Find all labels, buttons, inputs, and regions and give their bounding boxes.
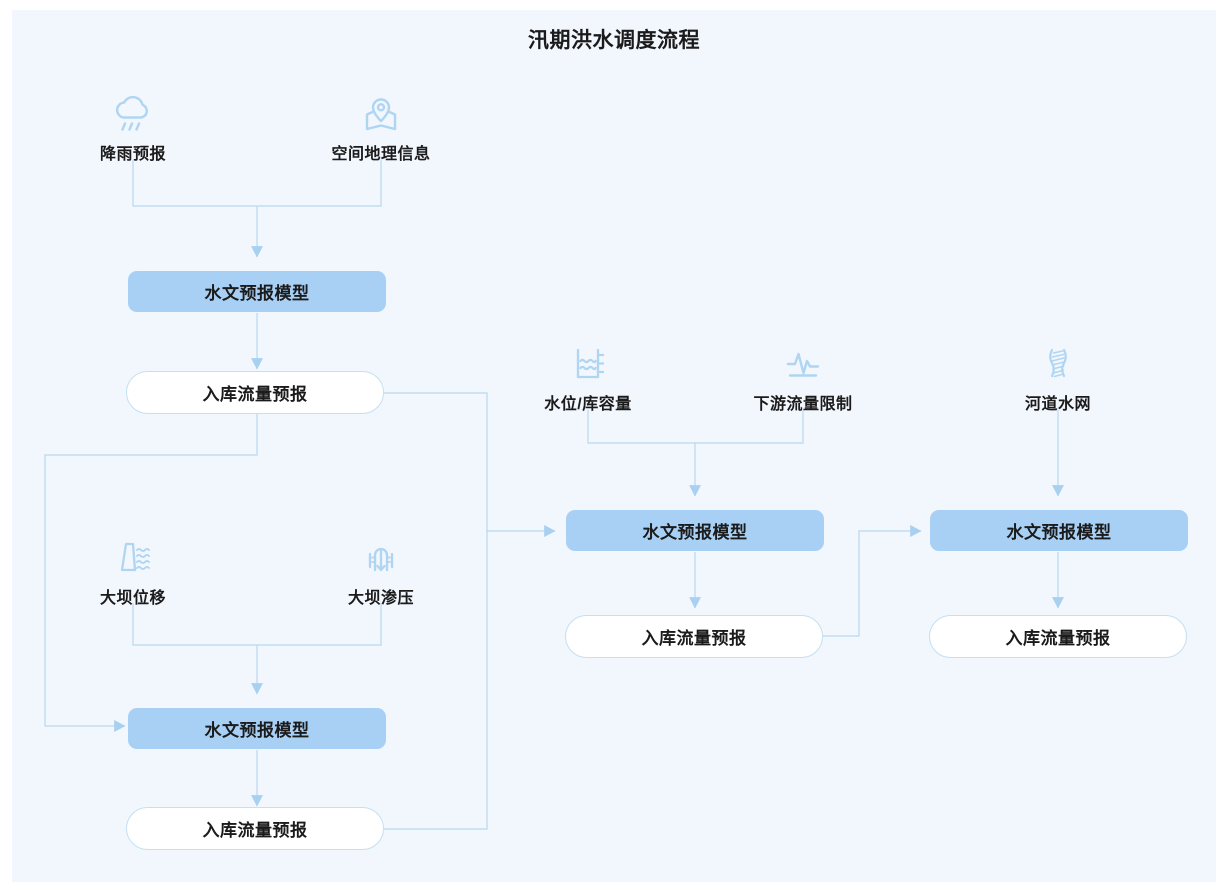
source-node-dam-displacement[interactable]: 大坝位移 [43,538,223,608]
source-label: 大坝位移 [99,590,166,607]
process-box-model-2[interactable]: 水文预报模型 [128,708,386,749]
process-box-label: 水文预报模型 [1006,523,1112,542]
river-stream-icon [968,344,1148,386]
process-box-model-3[interactable]: 水文预报模型 [566,510,824,551]
source-label: 下游流量限制 [753,396,853,413]
result-pill-result-1[interactable]: 入库流量预报 [126,371,384,414]
diagram-canvas: 汛期洪水调度流程 [12,10,1216,882]
source-node-river-network[interactable]: 河道水网 [968,344,1148,414]
pulse-wave-icon [713,344,893,386]
process-box-label: 水文预报模型 [642,523,748,542]
page-title: 汛期洪水调度流程 [528,29,700,52]
process-box-model-4[interactable]: 水文预报模型 [930,510,1188,551]
result-pill-label: 入库流量预报 [641,629,747,648]
source-label: 降雨预报 [99,146,166,163]
result-pill-result-2[interactable]: 入库流量预报 [126,807,384,850]
process-box-label: 水文预报模型 [204,284,310,303]
source-label: 河道水网 [1024,396,1091,413]
source-label: 水位/库容量 [544,396,632,413]
result-pill-label: 入库流量预报 [202,385,308,404]
seepage-pressure-icon [291,538,471,580]
result-pill-result-4[interactable]: 入库流量预报 [929,615,1187,658]
map-pin-icon [291,94,471,136]
water-level-gauge-icon [498,344,678,386]
result-pill-result-3[interactable]: 入库流量预报 [565,615,823,658]
result-pill-label: 入库流量预报 [1005,629,1111,648]
connector-layer [44,160,1064,830]
source-node-water-level[interactable]: 水位/库容量 [498,344,678,414]
source-label: 空间地理信息 [331,146,431,163]
source-node-rainfall-forecast[interactable]: 降雨预报 [43,94,223,164]
source-node-spatial-geo-info[interactable]: 空间地理信息 [291,94,471,164]
result-pill-label: 入库流量预报 [202,821,308,840]
source-node-dam-seepage[interactable]: 大坝渗压 [291,538,471,608]
dam-icon [43,538,223,580]
process-box-model-1[interactable]: 水文预报模型 [128,271,386,312]
process-box-label: 水文预报模型 [204,721,310,740]
rain-cloud-icon [43,94,223,136]
source-node-downstream-limit[interactable]: 下游流量限制 [713,344,893,414]
source-label: 大坝渗压 [347,590,414,607]
